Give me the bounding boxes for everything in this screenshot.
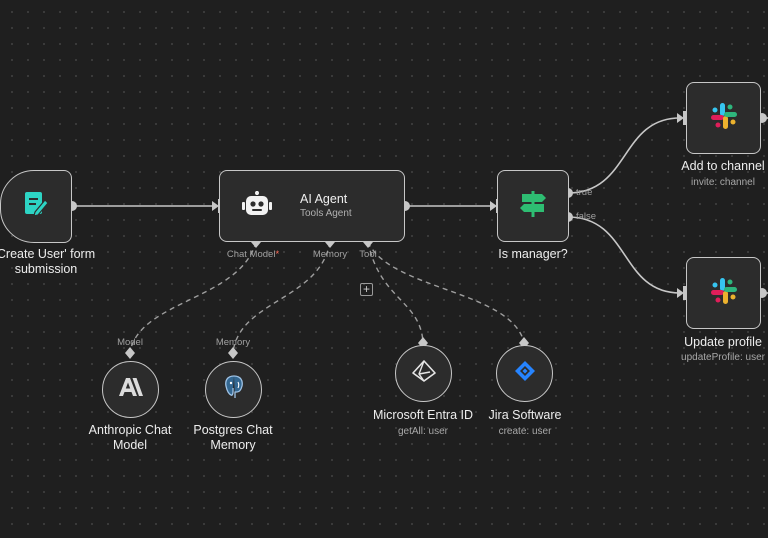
node-is-manager[interactable] — [497, 170, 569, 242]
node-add-to-channel-sublabel: invite: channel — [691, 177, 755, 188]
slack-icon — [709, 101, 739, 136]
node-jira-sublabel: create: user — [498, 426, 552, 437]
node-form-trigger-label: Create User' form submission — [0, 247, 95, 277]
connection-tool-jira-dashed — [367, 241, 525, 343]
required-marker: * — [275, 249, 280, 260]
slack-icon — [709, 276, 739, 311]
node-form-trigger[interactable] — [0, 170, 72, 243]
form-label-line2: submission — [14, 262, 78, 276]
arrow-profile-input — [677, 288, 684, 298]
node-ai-agent[interactable]: AI Agent Tools Agent — [219, 170, 405, 242]
port-diamond-anthropic — [125, 347, 135, 359]
postgres-label-line2: Memory — [210, 438, 256, 452]
microsoft-entra-icon — [411, 360, 436, 387]
output-label-false: false — [576, 211, 597, 222]
port-label-tool: Tool — [359, 249, 377, 260]
jira-icon — [514, 360, 536, 387]
port-label-chat-model: Chat Model* — [227, 249, 279, 260]
connection-false-to-profile — [567, 216, 681, 294]
signpost-icon — [518, 189, 548, 224]
node-jira-label: Jira Software — [488, 408, 562, 422]
anthropic-icon — [118, 377, 143, 402]
port-label-memory-sub: Memory — [215, 337, 251, 348]
robot-icon — [242, 190, 272, 222]
node-microsoft-entra-id[interactable] — [395, 345, 452, 402]
connection-model-dashed — [129, 241, 257, 353]
node-is-manager-label: Is manager? — [498, 247, 568, 261]
postgres-icon — [222, 374, 246, 405]
anthropic-label-line2: Model — [112, 438, 148, 452]
node-entra-sublabel: getAll: user — [397, 426, 449, 437]
add-tool-button[interactable]: + — [360, 283, 373, 296]
output-label-true: true — [576, 187, 593, 198]
port-diamond-postgres — [228, 347, 238, 359]
anthropic-label-line1: Anthropic Chat — [88, 423, 172, 437]
postgres-label-line1: Postgres Chat — [193, 423, 273, 437]
agent-title: AI Agent — [300, 192, 348, 206]
connection-tool-entra-dashed — [367, 241, 424, 343]
node-update-profile-sublabel: updateProfile: user — [681, 352, 765, 363]
node-update-profile-label: Update profile — [684, 335, 762, 349]
node-postgres-label: Postgres Chat Memory — [193, 423, 272, 453]
node-update-profile[interactable] — [686, 257, 761, 329]
port-label-model: Model — [117, 337, 143, 348]
node-anthropic-chat-model[interactable] — [102, 361, 159, 418]
form-edit-icon — [23, 190, 49, 223]
connection-memory-dashed — [232, 241, 331, 353]
agent-text: AI Agent Tools Agent — [300, 191, 352, 221]
node-add-to-channel[interactable] — [686, 82, 761, 154]
input-handle-channel — [683, 111, 687, 125]
arrow-switch-input — [490, 201, 497, 211]
form-label-line1: Create User' form — [0, 247, 96, 261]
port-label-memory: Memory — [312, 249, 348, 260]
arrow-agent-input — [212, 201, 219, 211]
arrow-channel-input — [677, 113, 684, 123]
input-handle-profile — [683, 286, 687, 300]
chat-model-text: Chat Model — [226, 249, 276, 260]
connection-true-to-channel — [567, 117, 681, 194]
node-add-to-channel-label: Add to channel — [681, 159, 765, 173]
node-entra-label: Microsoft Entra ID — [372, 408, 474, 422]
agent-subtitle: Tools Agent — [300, 208, 352, 219]
node-anthropic-label: Anthropic Chat Model — [89, 423, 172, 453]
node-jira-software[interactable] — [496, 345, 553, 402]
node-postgres-chat-memory[interactable] — [205, 361, 262, 418]
